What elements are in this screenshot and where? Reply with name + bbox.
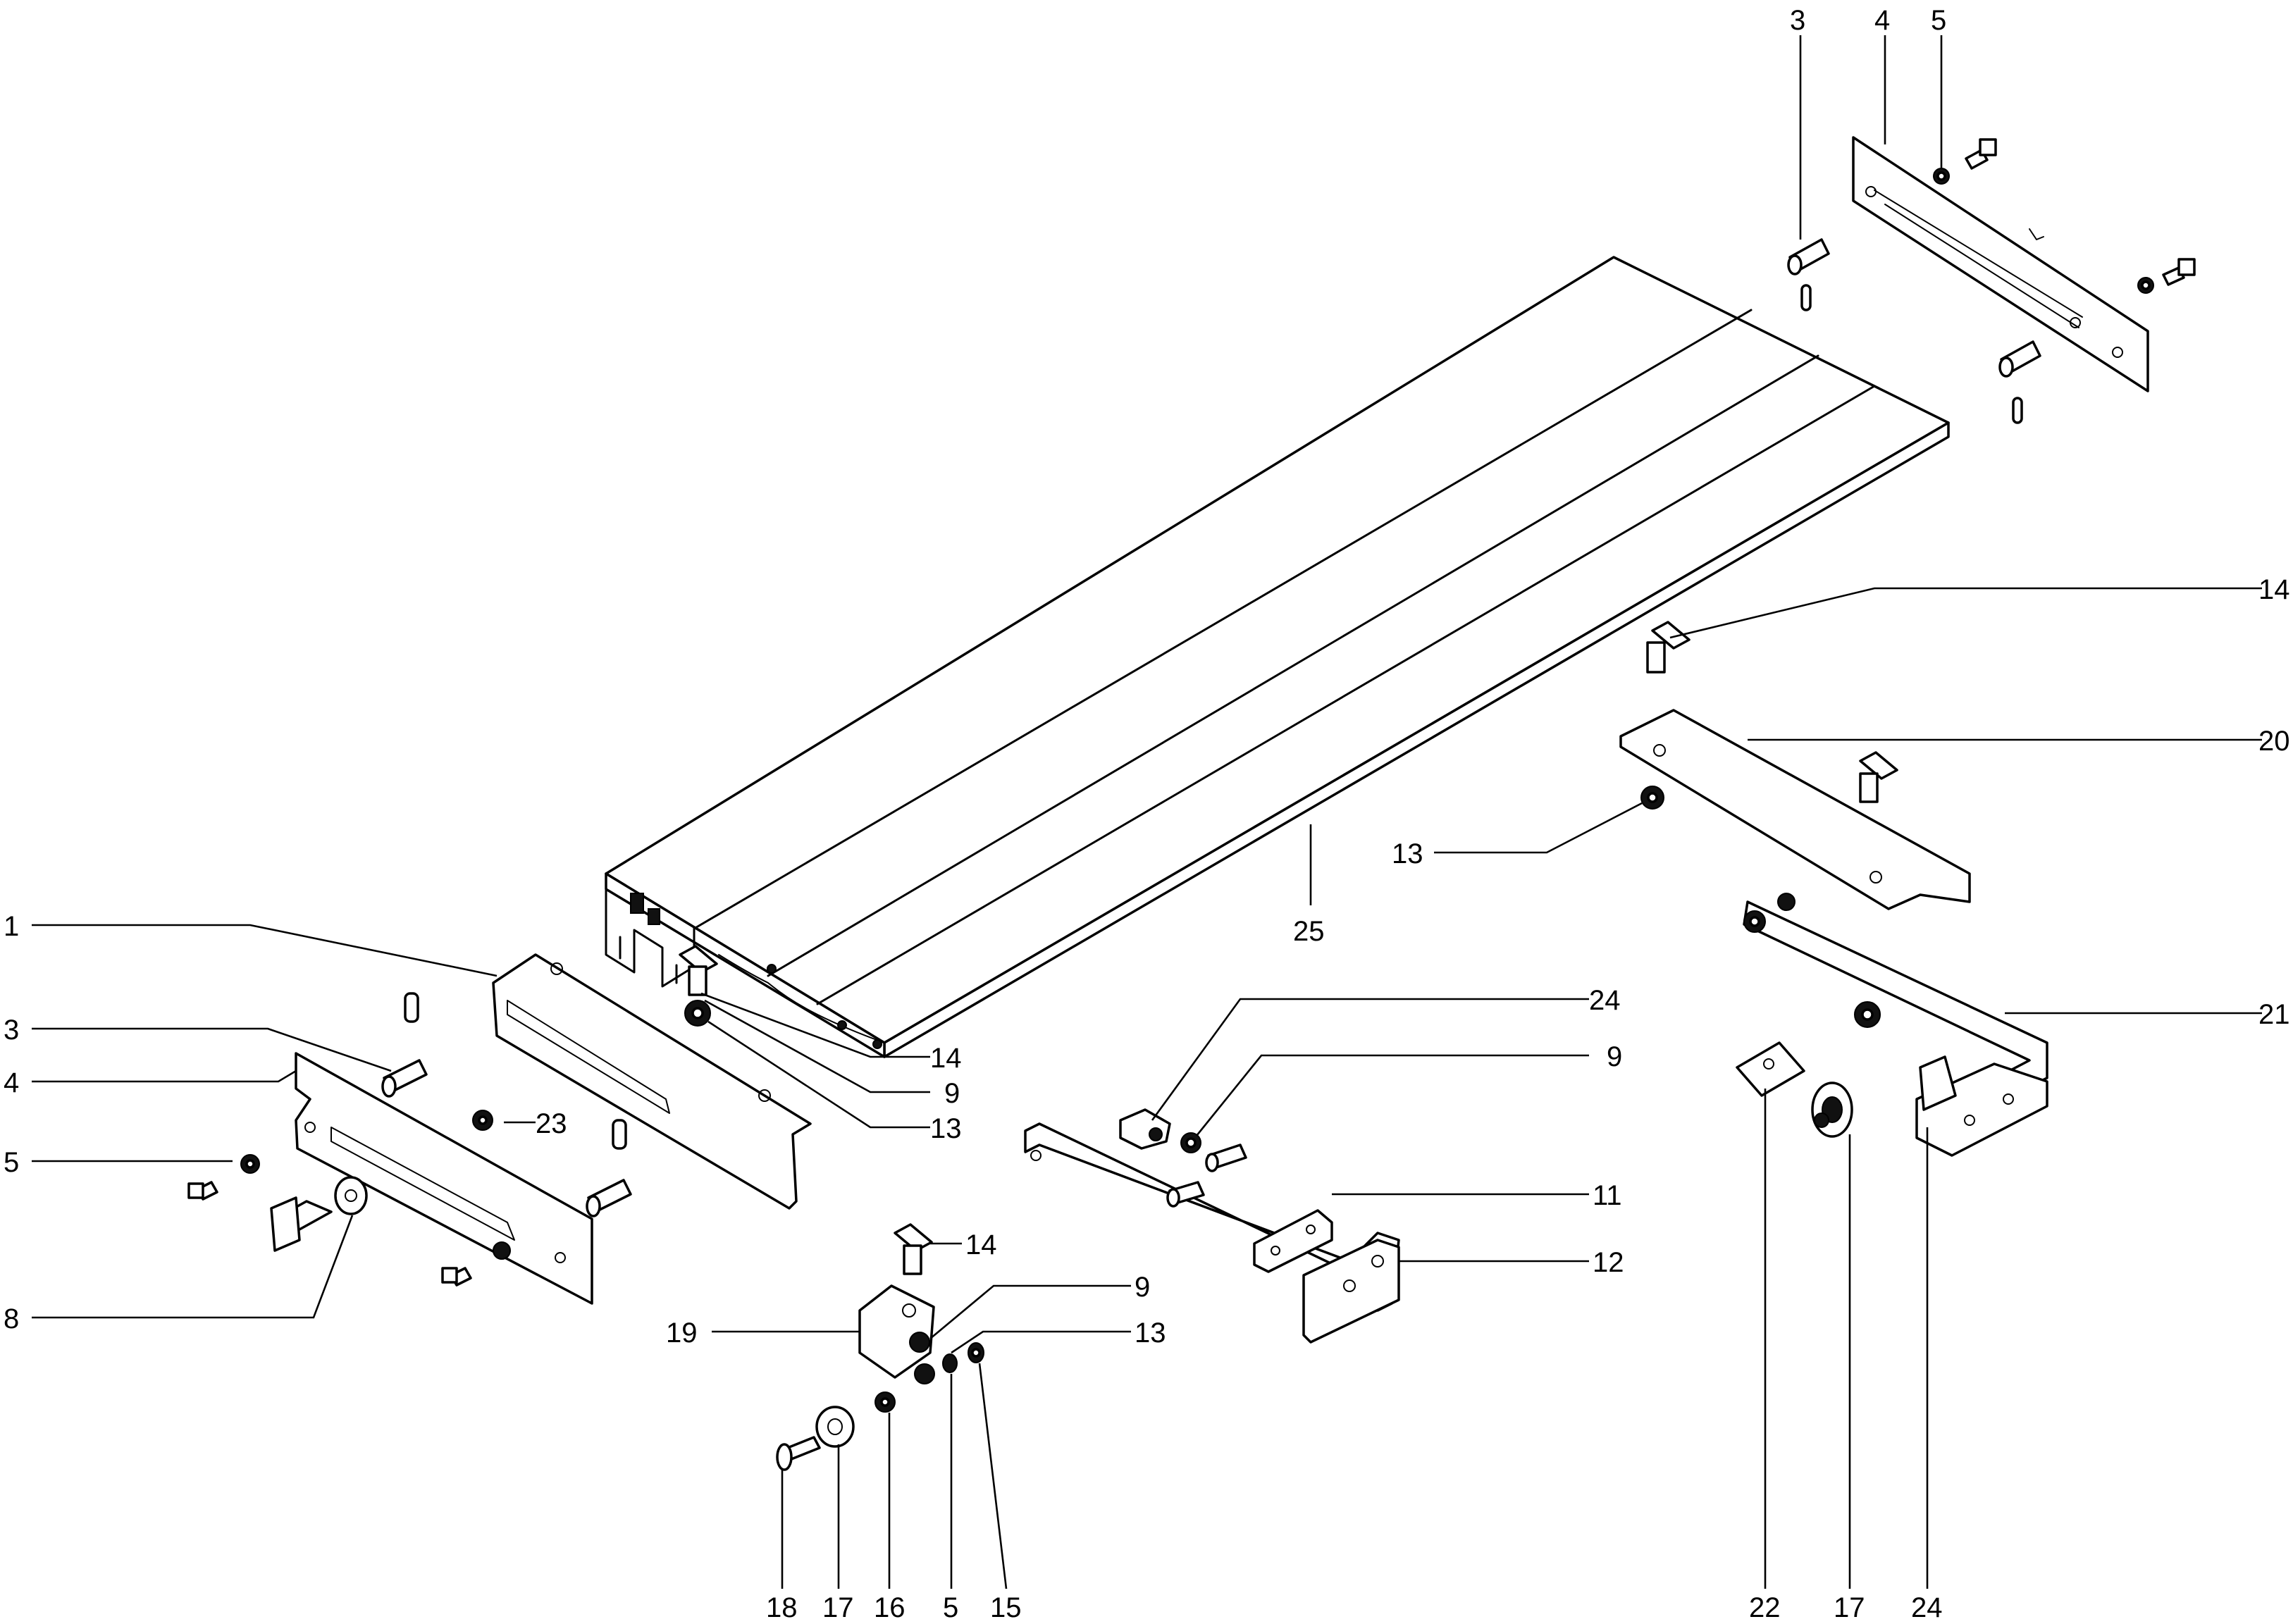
- callout-9-center: 9: [944, 1078, 960, 1109]
- callout-14-right: 14: [2258, 574, 2290, 605]
- callout-8: 8: [4, 1303, 19, 1334]
- leader-lines: [32, 35, 2262, 1589]
- callout-15: 15: [990, 1592, 1022, 1623]
- callout-5-top: 5: [1931, 5, 1946, 36]
- callout-5-left: 5: [4, 1147, 19, 1178]
- callout-3-top: 3: [1790, 5, 1805, 36]
- callout-3-left: 3: [4, 1015, 19, 1046]
- callout-13-right: 13: [1392, 838, 1423, 869]
- callout-24-right: 24: [1911, 1592, 1943, 1623]
- callout-11: 11: [1593, 1180, 1622, 1211]
- callout-1: 1: [4, 911, 19, 942]
- callout-12: 12: [1593, 1247, 1624, 1278]
- callout-13-center: 13: [930, 1113, 962, 1144]
- callout-14-center: 14: [930, 1043, 962, 1074]
- callout-21: 21: [2258, 999, 2290, 1030]
- callout-25: 25: [1293, 916, 1325, 947]
- dowel-pins-top: [1787, 238, 2041, 424]
- left-end-plate: [295, 1052, 593, 1305]
- callout-9-lower: 9: [1135, 1272, 1150, 1303]
- screw-18-washer-17: [776, 1406, 855, 1471]
- callout-9-mid: 9: [1607, 1041, 1622, 1072]
- callout-22: 22: [1749, 1592, 1781, 1623]
- callout-4-left: 4: [4, 1067, 19, 1098]
- bolt-14-left: [679, 945, 718, 1027]
- callout-labels: 3 4 5 14 20 13 25 1 3 4 5 8 23 14 9 13 2…: [4, 5, 2290, 1623]
- callout-24-center: 24: [1589, 985, 1621, 1016]
- angle-bracket-21: [1743, 893, 2048, 1157]
- callout-18: 18: [766, 1592, 798, 1623]
- callout-16: 16: [874, 1592, 906, 1623]
- callout-17-lower: 17: [822, 1592, 854, 1623]
- hinge-19: [858, 1223, 984, 1413]
- slotted-bracket-1: [492, 953, 812, 1210]
- extrusion-table: [605, 256, 1950, 1058]
- screws-top-right: [1933, 138, 2196, 294]
- block-11: [1253, 1209, 1333, 1273]
- clamp-24-center: [1119, 1108, 1247, 1208]
- support-bar-right: [1619, 621, 1971, 910]
- callout-20: 20: [2258, 726, 2290, 757]
- roller-assembly-22-17: [1736, 1041, 1853, 1138]
- callout-19: 19: [666, 1318, 698, 1349]
- callout-13-lower: 13: [1135, 1318, 1166, 1349]
- callout-4-top: 4: [1874, 5, 1890, 36]
- callout-5-lower: 5: [943, 1592, 958, 1623]
- callout-23: 23: [536, 1108, 567, 1139]
- bracket-12: [1024, 1122, 1400, 1344]
- callout-14-lower: 14: [965, 1229, 997, 1260]
- left-hardware: [187, 992, 632, 1287]
- callout-17-right: 17: [1834, 1592, 1865, 1623]
- right-end-plate: [1852, 136, 2149, 392]
